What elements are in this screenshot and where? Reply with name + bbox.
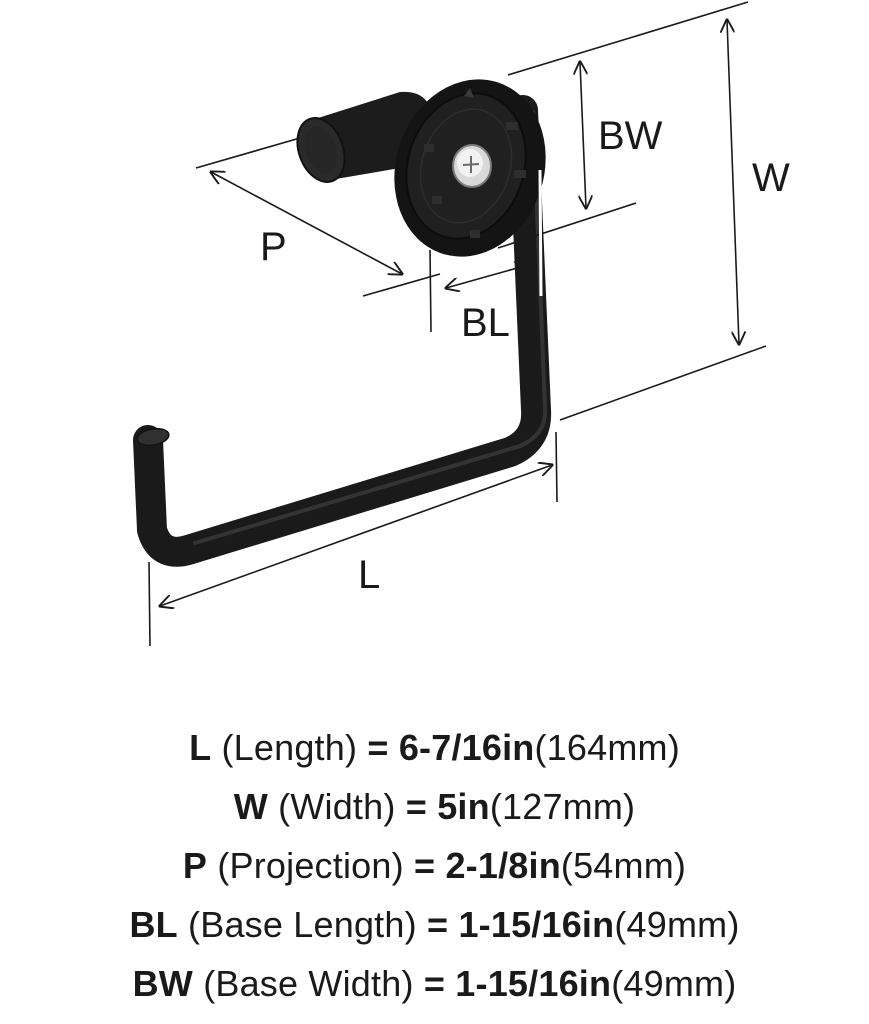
- dimension-diagram: BW W P BL L: [133, 1, 790, 647]
- holder-post: [296, 91, 440, 183]
- spec-equals: =: [405, 786, 427, 827]
- spec-abbr: W: [233, 786, 268, 827]
- spec-equals: =: [367, 727, 389, 768]
- spec-width: W (Width) = 5in(127mm): [0, 777, 869, 836]
- spec-name: (Length): [221, 727, 358, 768]
- spec-abbr: L: [189, 727, 212, 768]
- spec-projection: P (Projection) = 2-1/8in(54mm): [0, 836, 869, 895]
- spec-abbr: BL: [129, 904, 178, 945]
- l-arrow: [160, 465, 552, 606]
- spec-imperial: 6-7/16in: [398, 727, 535, 768]
- mounting-screw: [452, 144, 492, 188]
- spec-imperial: 1-15/16in: [455, 963, 612, 1004]
- spec-metric: (164mm): [534, 727, 680, 768]
- w-arrow: [727, 20, 739, 344]
- spec-imperial: 5in: [437, 786, 490, 827]
- spec-metric: (127mm): [489, 786, 636, 827]
- spec-equals: =: [427, 904, 449, 945]
- label-w: W: [752, 156, 790, 200]
- spec-equals: =: [423, 963, 446, 1004]
- spec-metric: (54mm): [560, 845, 687, 886]
- spec-metric: (49mm): [614, 904, 740, 945]
- specifications-list: L (Length) = 6-7/16in(164mm) W (Width) =…: [0, 718, 869, 1013]
- spec-length: L (Length) = 6-7/16in(164mm): [0, 718, 869, 777]
- spec-imperial: 2-1/8in: [445, 845, 561, 886]
- dimension-lines: [148, 1, 767, 647]
- spec-name: (Base Length): [188, 904, 417, 945]
- paper-holder-illustration: [133, 79, 552, 567]
- spec-base-width: BW (Base Width) = 1-15/16in(49mm): [0, 954, 869, 1013]
- spec-name: (Base Width): [203, 963, 414, 1004]
- spec-imperial: 1-15/16in: [458, 904, 615, 945]
- bw-arrow: [580, 62, 586, 208]
- spec-metric: (49mm): [611, 963, 737, 1004]
- label-bl: BL: [461, 301, 510, 345]
- spec-abbr: P: [182, 845, 208, 886]
- spec-abbr: BW: [132, 963, 193, 1004]
- bl-arrow: [446, 265, 528, 288]
- spec-name: (Width): [278, 786, 396, 827]
- label-p: P: [260, 225, 287, 269]
- label-l: L: [358, 553, 380, 597]
- spec-base-length: BL (Base Length) = 1-15/16in(49mm): [0, 895, 869, 954]
- spec-equals: =: [414, 845, 436, 886]
- p-arrow: [211, 172, 402, 274]
- spec-name: (Projection): [217, 845, 404, 886]
- label-bw: BW: [598, 114, 663, 158]
